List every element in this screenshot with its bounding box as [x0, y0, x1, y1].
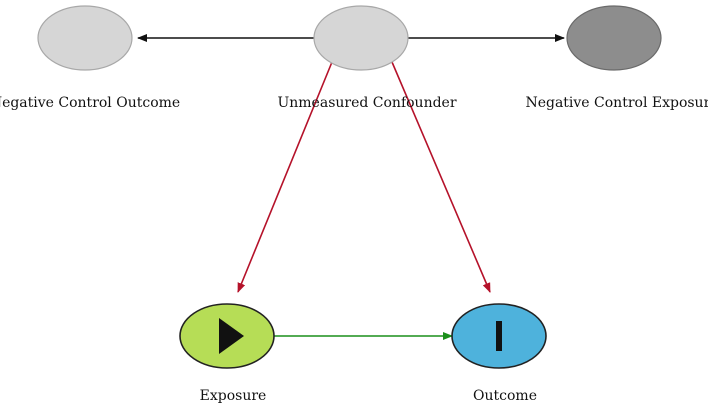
bar-icon	[496, 321, 502, 351]
exposure-label: Exposure	[199, 388, 267, 404]
edge-confounder-to-outcome	[391, 61, 491, 293]
unmeasured-confounder-label: Unmeasured Confounder	[277, 95, 457, 111]
negative-control-exposure-node	[566, 5, 662, 71]
unmeasured-confounder-node	[313, 5, 409, 71]
edge-confounder-to-exposure	[237, 61, 333, 293]
outcome-label: Outcome	[473, 388, 537, 404]
play-icon	[219, 318, 244, 354]
negative-control-outcome-node	[37, 5, 133, 71]
negative-control-exposure-label: Negative Control Exposure	[525, 95, 708, 111]
negative-control-outcome-label: Negative Control Outcome	[0, 95, 181, 111]
